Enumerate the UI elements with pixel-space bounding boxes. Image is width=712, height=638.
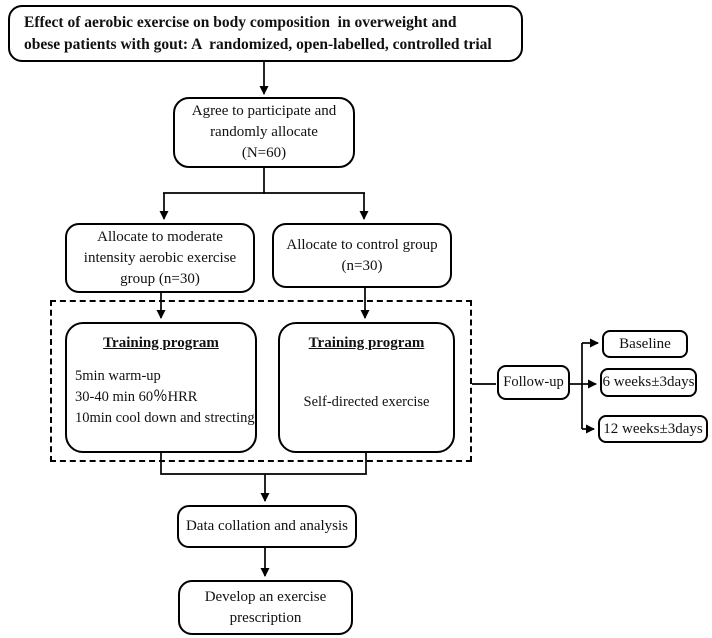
- node-text-line: (N=60): [241, 145, 287, 161]
- node-text-line: 30-40 min 60％HRR: [75, 389, 198, 405]
- node-6-weeks: 6 weeks±3days: [600, 368, 697, 397]
- node-text-line: Develop an exercise: [204, 588, 327, 605]
- node-text-line: Allocate to moderate: [97, 228, 223, 245]
- node-allocate-exercise-group: Allocate to moderate intensity aerobic e…: [65, 223, 255, 293]
- training-heading: Training program: [103, 335, 219, 351]
- node-text-line: Baseline: [619, 335, 671, 352]
- node-text-line: 12 weeks±3days: [603, 420, 703, 437]
- node-text-line: intensity aerobic exercise: [83, 249, 237, 266]
- node-text-line: Data collation and analysis: [185, 518, 349, 534]
- training-details: Self-directed exercise: [304, 392, 430, 413]
- node-data-collation: Data collation and analysis: [177, 505, 357, 548]
- title-line: Effect of aerobic exercise on body compo…: [24, 13, 457, 31]
- node-baseline: Baseline: [602, 330, 688, 358]
- node-allocate-control-group: Allocate to control group (n=30): [272, 223, 452, 288]
- training-heading: Training program: [308, 335, 425, 351]
- node-text-line: randomly allocate: [210, 124, 318, 140]
- node-12-weeks: 12 weeks±3days: [598, 415, 708, 443]
- node-text-line: 6 weeks±3days: [602, 374, 695, 390]
- training-dashed-region: [50, 300, 472, 462]
- node-text-line: Follow-up: [503, 374, 564, 390]
- node-training-program-exercise: Training program 5min warm-up 30-40 min …: [65, 322, 257, 453]
- node-text-line: group (n=30): [120, 270, 200, 287]
- node-training-program-control: Training program Self-directed exercise: [278, 322, 455, 453]
- node-develop-prescription: Develop an exercise prescription: [178, 580, 353, 635]
- node-text-line: Self-directed exercise: [303, 394, 430, 410]
- node-text-line: 5min warm-up: [75, 368, 161, 384]
- training-details: 5min warm-up 30-40 min 60％HRR 10min cool…: [67, 366, 255, 429]
- node-text-line: 10min cool down and strecting: [75, 410, 255, 426]
- node-text-line: Agree to participate and: [191, 103, 337, 119]
- node-text-line: (n=30): [341, 257, 383, 274]
- node-text-line: prescription: [229, 609, 302, 626]
- title-box: Effect of aerobic exercise on body compo…: [8, 5, 523, 62]
- title-line: obese patients with gout: A randomized, …: [24, 35, 492, 53]
- node-agree-participate: Agree to participate and randomly alloca…: [173, 97, 355, 168]
- line-merge: [160, 453, 367, 475]
- node-followup: Follow-up: [497, 365, 570, 400]
- node-text-line: Allocate to control group: [286, 236, 438, 253]
